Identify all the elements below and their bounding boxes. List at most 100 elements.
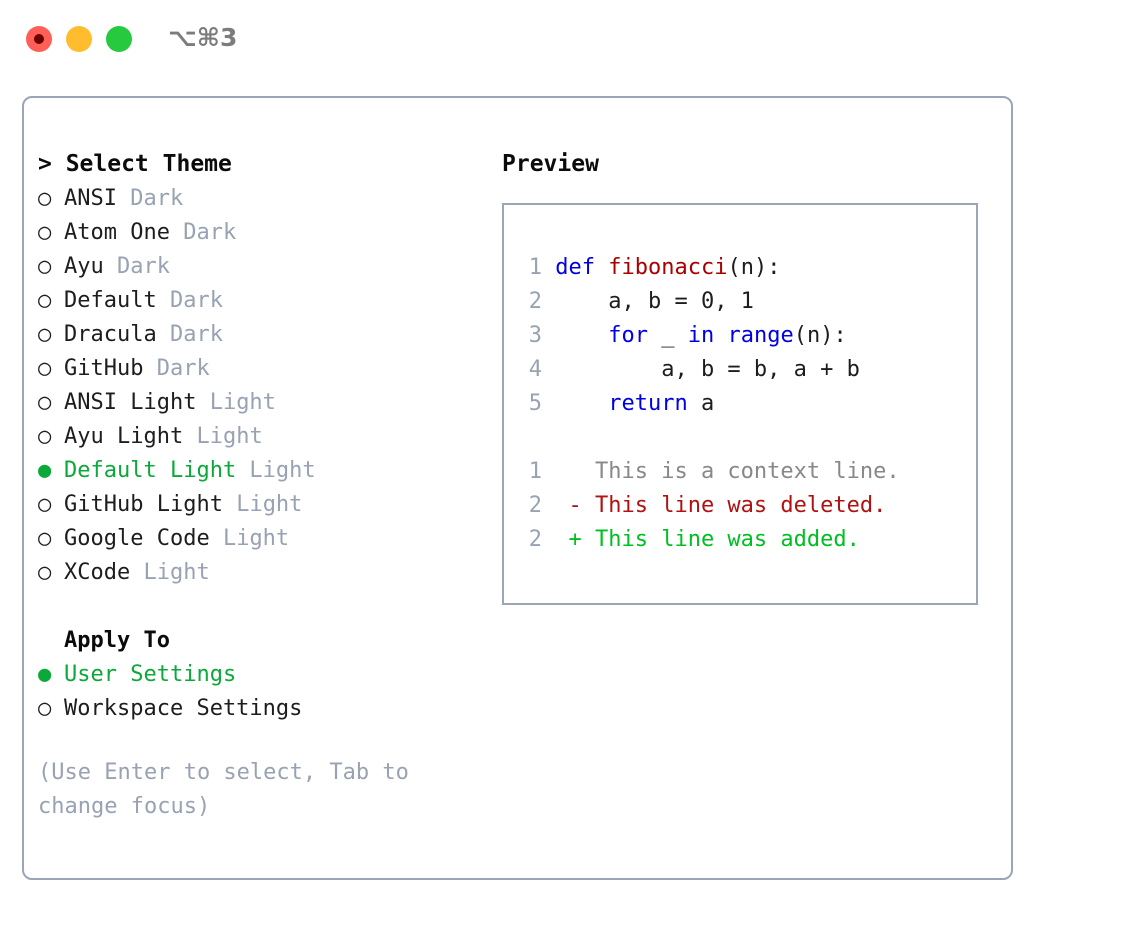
line-number: 3 [528, 323, 542, 348]
theme-picker-panel: > Select Theme ○ANSI Dark○Atom One Dark○… [22, 96, 1013, 880]
theme-list-item[interactable]: ○ ANSI Light Light [38, 386, 478, 420]
theme-list-item[interactable]: ○GitHub Light Light [38, 488, 478, 522]
radio-selected-icon: ● [38, 662, 52, 687]
section-spacer [38, 590, 478, 624]
theme-list-item[interactable]: ○ XCode Light [38, 556, 478, 590]
apply-to-option[interactable]: ○ Workspace Settings [38, 692, 478, 726]
preview-column: Preview 1 def fibonacci(n):2 a, b = 0, 1… [502, 146, 1002, 605]
theme-mode-tag: Dark [116, 186, 184, 211]
line-number: 2 [528, 527, 542, 552]
code-token: a [687, 391, 715, 416]
diff-text: This line was deleted. [594, 493, 887, 518]
theme-mode-tag: Dark [103, 254, 170, 279]
theme-mode-tag: Dark [156, 288, 223, 313]
diff-line: 1 This is a context line. [514, 455, 900, 489]
radio-unselected-icon: ○ [38, 390, 52, 415]
code-token: for [608, 323, 648, 348]
apply-to-header: Apply To [64, 628, 170, 653]
line-number: 2 [528, 493, 542, 518]
theme-name: Atom One [64, 220, 170, 245]
code-token: _ [647, 323, 688, 348]
code-token: fibonacci [608, 255, 728, 280]
theme-name: Ayu Light [64, 424, 184, 449]
line-number: 4 [528, 357, 542, 382]
theme-name: Ayu [64, 254, 104, 279]
radio-unselected-icon: ○ [38, 254, 52, 279]
theme-list[interactable]: ○ ANSI Dark ○ Atom One Dark ○ Ayu Dark ○ Defaul… [38, 182, 478, 590]
diff-text: This line was added. [594, 527, 860, 552]
radio-unselected-icon: ○ [38, 356, 52, 381]
code-token: return [608, 391, 688, 416]
code-token: (n): [727, 255, 781, 280]
code-line: 5 return a [514, 387, 900, 421]
theme-list-item[interactable]: ○ Ayu Dark [38, 250, 478, 284]
theme-list-item[interactable]: ○ Dracula Dark [38, 318, 478, 352]
code-line: 1 def fibonacci(n): [514, 251, 900, 285]
apply-to-list[interactable]: ●User Settings ○ Workspace Settings [38, 658, 478, 726]
radio-unselected-icon: ○ [38, 696, 52, 721]
code-line: 4 a, b = b, a + b [514, 353, 900, 387]
theme-mode-tag: Light [183, 424, 263, 449]
theme-list-item[interactable]: ○ Google Code Light [38, 522, 478, 556]
radio-unselected-icon: ○ [38, 560, 52, 585]
radio-unselected-icon: ○ [38, 288, 52, 313]
code-token: range [727, 323, 794, 348]
apply-to-label: Workspace Settings [64, 696, 303, 721]
theme-list-item[interactable]: ○ ANSI Dark [38, 182, 478, 216]
diff-marker: - [542, 493, 595, 518]
line-number: 1 [528, 255, 542, 280]
recording-indicator-icon [34, 34, 44, 44]
theme-mode-tag: Dark [143, 356, 210, 381]
theme-mode-tag: Dark [156, 322, 223, 347]
radio-unselected-icon: ○ [38, 220, 52, 245]
radio-unselected-icon: ○ [38, 186, 52, 211]
radio-unselected-icon: ○ [38, 322, 52, 347]
code-token [555, 391, 608, 416]
apply-to-option[interactable]: ●User Settings [38, 658, 478, 692]
preview-title: Preview [502, 151, 599, 177]
code-token: def [555, 255, 609, 280]
code-token [714, 323, 727, 348]
code-diff-separator [514, 421, 900, 455]
theme-mode-tag: Light [130, 560, 210, 585]
line-number: 1 [528, 459, 542, 484]
theme-mode-tag: Light [209, 526, 290, 551]
radio-selected-icon: ● [38, 458, 52, 483]
theme-list-item[interactable]: ○GitHub Dark [38, 352, 478, 386]
theme-list-header: > Select Theme [38, 151, 232, 177]
theme-name: ANSI [64, 186, 117, 211]
theme-list-item[interactable]: ○ Atom One Dark [38, 216, 478, 250]
theme-name: Dracula [64, 322, 157, 347]
code-line: 2 a, b = 0, 1 [514, 285, 900, 319]
theme-name: XCode [64, 560, 131, 585]
diff-line: 2 + This line was added. [514, 523, 900, 557]
line-number: 2 [528, 289, 542, 314]
diff-marker: + [542, 527, 595, 552]
keyboard-shortcut-label: ⌥⌘3 [168, 23, 238, 52]
theme-mode-tag: Light [196, 390, 276, 415]
theme-list-item[interactable]: ●Default Light Light [38, 454, 478, 488]
code-token: (n): [793, 323, 847, 348]
theme-name: ANSI Light [64, 390, 197, 415]
theme-name: Google Code [64, 526, 210, 551]
theme-name: Default [64, 288, 157, 313]
diff-text: This is a context line. [594, 459, 900, 484]
radio-unselected-icon: ○ [38, 424, 52, 449]
window-titlebar: ⌥⌘3 [0, 0, 1140, 78]
radio-unselected-icon: ○ [38, 526, 52, 551]
code-token [555, 323, 608, 348]
theme-list-item[interactable]: ○ Ayu Light Light [38, 420, 478, 454]
code-line: 3 for _ in range(n): [514, 319, 900, 353]
theme-mode-tag: Light [222, 492, 303, 517]
keyboard-hint-text: (Use Enter to select, Tab to change focu… [38, 760, 409, 819]
theme-mode-tag: Dark [169, 220, 237, 245]
theme-name: Default Light [64, 458, 237, 483]
theme-list-item[interactable]: ○ Default Dark [38, 284, 478, 318]
maximize-window-button[interactable] [106, 26, 132, 52]
minimize-window-button[interactable] [66, 26, 92, 52]
code-token: a, b = b, a + b [555, 357, 860, 382]
theme-selection-column: > Select Theme ○ANSI Dark○Atom One Dark○… [38, 146, 478, 824]
